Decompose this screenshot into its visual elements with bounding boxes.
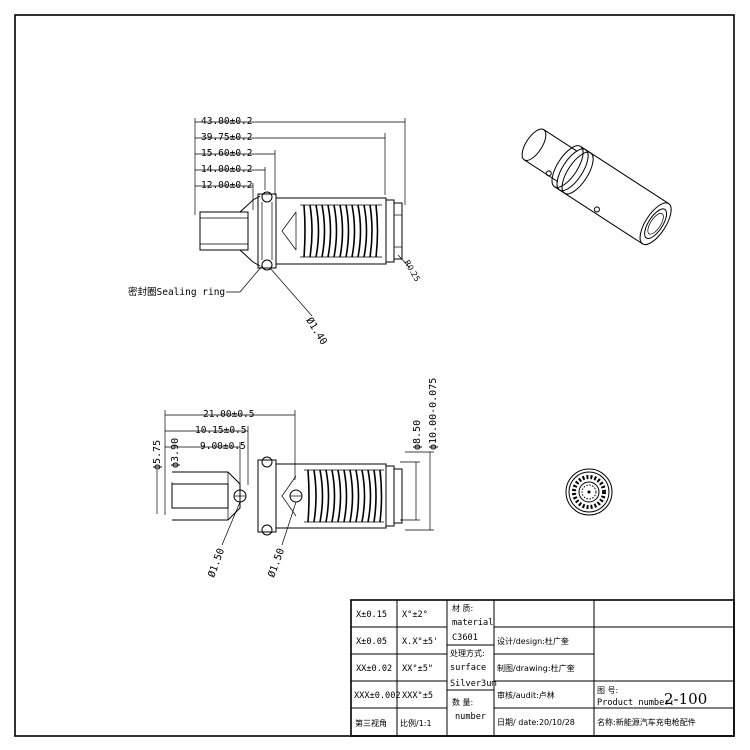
dim-39-75: 39.75±0.2 (201, 132, 252, 143)
end-view (565, 468, 613, 516)
tol-b-0: X°±2° (402, 610, 428, 620)
material-value: C3601 (452, 633, 478, 643)
dim-9-00: 9.00±0.5 (200, 441, 246, 452)
tol-a-3: XXX±0.002 (354, 691, 401, 701)
surface-value: Silver3um (450, 679, 497, 689)
tol-b-1: X.X°±5' (402, 637, 438, 647)
projection-label: 第三视角 (355, 718, 387, 728)
dim-21-00: 21.00±0.5 (203, 409, 254, 420)
drawing-label: 制图/drawing:杜广奎 (497, 663, 575, 673)
part-number-label: 图 号: (597, 686, 618, 695)
dim-15-60: 15.60±0.2 (201, 148, 252, 159)
tol-a-2: XX±0.02 (356, 664, 392, 674)
spring-coils-bottom (304, 469, 384, 523)
dim-phi-10-00: ϕ10.00-0.075 (428, 378, 439, 450)
material-label: 材 质: (452, 603, 473, 613)
tol-b-3: XXX°±5 (402, 691, 433, 701)
chamfer-label: R0.25 (402, 259, 421, 284)
quantity-en: number (455, 712, 486, 722)
tol-a-1: X±0.05 (356, 637, 387, 647)
part-name: 名称:新能源汽车充电枪配件 (597, 717, 696, 727)
dim-phi-1-50-b: Ø1.50 (266, 547, 288, 579)
design-label: 设计/design:杜广奎 (497, 636, 569, 646)
sealing-ring-label: 密封圈Sealing ring (128, 286, 225, 298)
material-en: material (452, 618, 493, 628)
dim-phi-5-75: ϕ5.75 (152, 440, 163, 470)
dim-12-00: 12.00±0.2 (201, 180, 252, 191)
dim-phi-8-50: ϕ8.50 (412, 420, 423, 450)
spring-coils (300, 204, 382, 258)
title-block: X±0.15 X°±2° X±0.05 X.X°±5' XX±0.02 XX°±… (350, 599, 735, 737)
dim-10-15: 10.15±0.5 (195, 425, 246, 436)
surface-label: 处理方式: (450, 648, 485, 658)
quantity-label: 数 量: (452, 697, 473, 707)
bottom-view: 21.00±0.5 10.15±0.5 9.00±0.5 ϕ5.75 ϕ3.90… (152, 378, 439, 579)
drawing-frame (14, 14, 735, 737)
tol-b-2: XX°±5" (402, 664, 433, 674)
tol-a-0: X±0.15 (356, 610, 387, 620)
isometric-view (521, 128, 672, 246)
part-number-en: Product number: (597, 698, 675, 708)
dim-phi-1-50-a: Ø1.50 (206, 547, 228, 579)
dim-14-00: 14.00±0.2 (201, 164, 252, 175)
part-number-value: 2-100 (664, 690, 707, 708)
date-label: 日期/ date:20/10/28 (497, 718, 575, 727)
scale-label: 比例/1:1 (400, 718, 432, 728)
audit-label: 审核/audit:卢林 (497, 690, 555, 700)
dim-phi-3-90: ϕ3.90 (170, 438, 181, 468)
dim-phi-1-40: Ø1.40 (303, 315, 329, 347)
surface-en: surface (450, 663, 486, 673)
dim-43: 43.00±0.2 (201, 116, 252, 127)
top-view: 43.00±0.2 39.75±0.2 15.60±0.2 14.00±0.2 … (128, 116, 422, 347)
